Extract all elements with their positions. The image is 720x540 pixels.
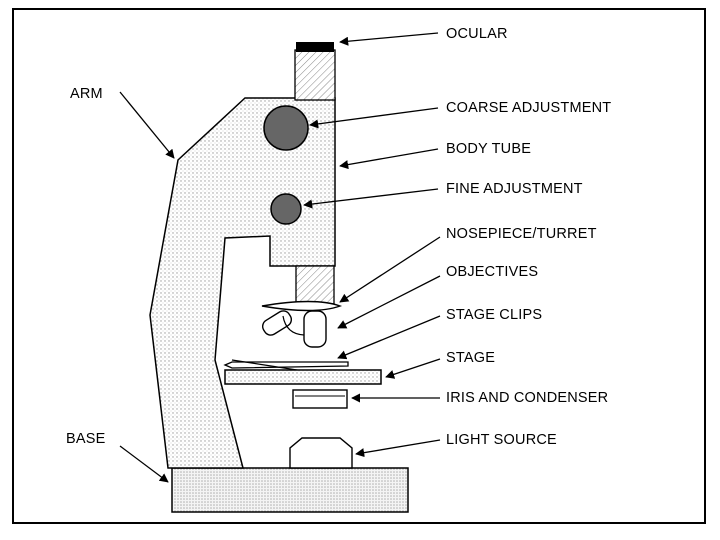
- coarse-adjustment-arrow: [309, 107, 439, 129]
- stage-arrow: [385, 358, 441, 379]
- label-light-source: LIGHT SOURCE: [446, 432, 557, 448]
- label-objectives: OBJECTIVES: [446, 264, 538, 280]
- label-arm: ARM: [70, 86, 103, 102]
- arm-arrow: [119, 91, 175, 159]
- objective-center-shade: [282, 315, 305, 336]
- label-iris-condenser: IRIS AND CONDENSER: [446, 390, 608, 406]
- label-stage-clips: STAGE CLIPS: [446, 307, 542, 323]
- coarse-adjustment-knob: [263, 105, 309, 151]
- label-ocular: OCULAR: [446, 26, 508, 42]
- nosepiece: [261, 300, 343, 312]
- light-source: [289, 437, 353, 469]
- label-nosepiece: NOSEPIECE/TURRET: [446, 226, 597, 242]
- light-source-arrow: [355, 439, 441, 458]
- label-body-tube: BODY TUBE: [446, 141, 531, 157]
- ocular-lens: [296, 42, 334, 52]
- label-stage: STAGE: [446, 350, 495, 366]
- stage-clips-arrow: [337, 315, 441, 360]
- label-coarse-adjustment: COARSE ADJUSTMENT: [446, 100, 611, 116]
- diagram-frame: [12, 8, 706, 524]
- fine-adjustment-knob: [270, 193, 302, 225]
- ocular-arrow: [339, 32, 439, 46]
- stage-clips: [223, 361, 349, 369]
- nosepiece-arrow: [339, 236, 441, 303]
- iris-condenser: [292, 389, 348, 409]
- base-arrow: [119, 445, 169, 483]
- microscope-stage: [224, 369, 382, 385]
- body-tube-arrow: [339, 148, 439, 170]
- label-fine-adjustment: FINE ADJUSTMENT: [446, 181, 583, 197]
- fine-adjustment-arrow: [303, 188, 439, 209]
- objective-left: [261, 310, 293, 336]
- body-tube-lower: [295, 265, 335, 305]
- label-base: BASE: [66, 431, 106, 447]
- microscope-base: [171, 467, 409, 513]
- objectives-arrow: [337, 275, 441, 329]
- ocular-tube: [294, 49, 336, 101]
- objective-center: [303, 310, 327, 348]
- microscope-arm: [149, 97, 336, 469]
